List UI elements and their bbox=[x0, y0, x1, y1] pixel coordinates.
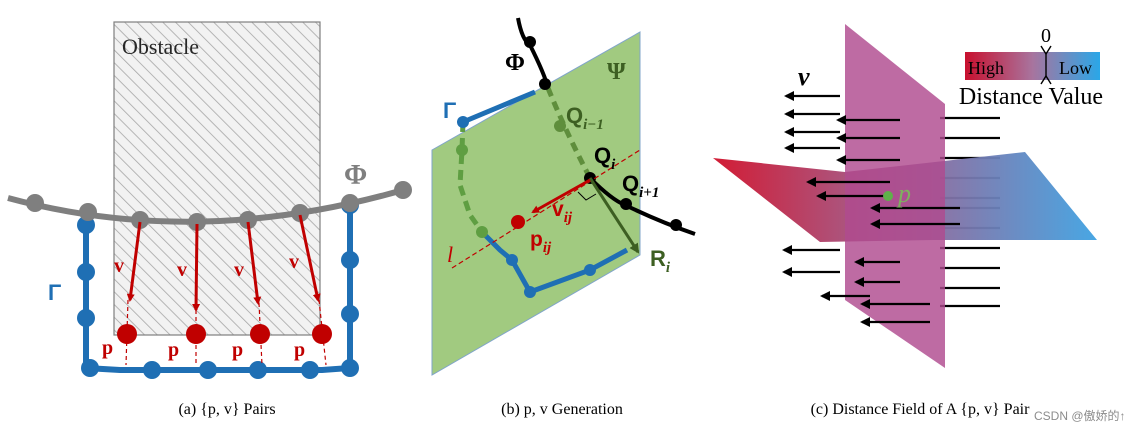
q-prev-label: Qi−1 bbox=[566, 103, 604, 133]
p-label: p bbox=[232, 339, 243, 361]
obstacle-label: Obstacle bbox=[122, 34, 199, 59]
phi-label: Φ bbox=[344, 160, 367, 191]
psi-label: Ψ bbox=[607, 59, 626, 85]
right-angle bbox=[577, 191, 597, 201]
r-arrow bbox=[588, 177, 640, 254]
gamma-hidden bbox=[457, 121, 485, 234]
colorbar-high: High bbox=[968, 58, 1004, 78]
line-l bbox=[451, 149, 641, 269]
phi-nodes bbox=[26, 181, 412, 231]
panel-c: p v 0 High Low Distance Value (c) Distan… bbox=[713, 24, 1103, 418]
p-point-c bbox=[883, 191, 893, 201]
colorbar-title: Distance Value bbox=[959, 84, 1103, 110]
p-ij-point bbox=[511, 215, 525, 229]
p-ij-label: pij bbox=[530, 228, 552, 256]
colorbar: 0 High Low Distance Value bbox=[959, 25, 1103, 110]
gamma-nodes bbox=[77, 196, 359, 379]
obstacle-box bbox=[113, 21, 321, 336]
phi-curve-hidden bbox=[545, 87, 593, 180]
v-label: v bbox=[234, 259, 244, 281]
q-prev-node bbox=[554, 120, 566, 132]
v-arrows bbox=[126, 214, 321, 312]
q-next-label: Qi+1 bbox=[622, 171, 659, 201]
panel-b: Ψ Γ Φ l Qi−1 Qi Qi+1 bbox=[431, 17, 696, 418]
r-label: Ri bbox=[650, 246, 671, 276]
field-arrows-front bbox=[782, 91, 960, 327]
gamma-visible-top bbox=[462, 89, 536, 125]
gamma-hidden-nodes bbox=[456, 144, 488, 238]
v-label-c: v bbox=[798, 62, 810, 91]
colorbar-gradient bbox=[965, 52, 1100, 80]
p-label: p bbox=[294, 339, 305, 361]
caption-a: (a) {p, v} Pairs bbox=[178, 401, 275, 418]
gamma-visible-bottom bbox=[480, 230, 629, 296]
v-labels: v v v v bbox=[114, 251, 299, 281]
psi-plane bbox=[431, 31, 641, 376]
gamma-label: Γ bbox=[48, 280, 61, 305]
q-label: Qi bbox=[594, 143, 616, 173]
v-ij-arrow bbox=[531, 178, 591, 214]
caption-c: (c) Distance Field of A {p, v} Pair bbox=[811, 401, 1031, 418]
v-label: v bbox=[289, 251, 299, 273]
v-ij-label: vij bbox=[552, 198, 573, 226]
caption-b: (b) p, v Generation bbox=[501, 401, 623, 418]
v-arrow bbox=[298, 214, 321, 302]
l-label: l bbox=[447, 242, 453, 267]
phi-label-b: Φ bbox=[505, 50, 525, 76]
v-label: v bbox=[114, 255, 124, 277]
v-arrow bbox=[126, 221, 142, 302]
p-labels: p p p p bbox=[102, 337, 305, 361]
v-arrow bbox=[192, 223, 201, 312]
panel-a: Obstacle Γ Φ v bbox=[7, 21, 412, 418]
watermark: CSDN @傲娇的↑ bbox=[1034, 408, 1126, 423]
p-points bbox=[117, 324, 332, 344]
v-arrow bbox=[246, 221, 262, 305]
gamma-label-b: Γ bbox=[443, 98, 456, 123]
colorbar-zero: 0 bbox=[1041, 25, 1051, 47]
p-label: p bbox=[168, 339, 179, 361]
gamma-path bbox=[83, 200, 353, 373]
p-label-c: p bbox=[896, 179, 911, 208]
v-label: v bbox=[177, 259, 187, 281]
p-label: p bbox=[102, 337, 113, 359]
colorbar-low: Low bbox=[1059, 58, 1092, 78]
gamma-nodes-b bbox=[457, 116, 596, 298]
